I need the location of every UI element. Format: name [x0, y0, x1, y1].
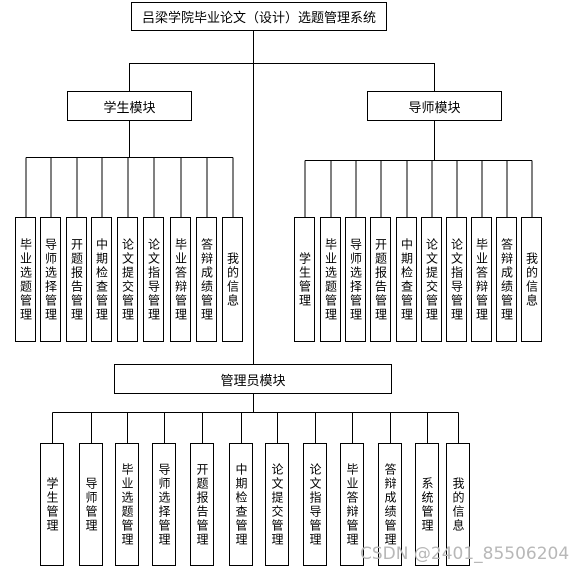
student-item-label: 中期检查管理 [94, 237, 109, 322]
student-item-7: 答辩成绩管理 [196, 217, 217, 342]
admin-item-label: 答辩成绩管理 [383, 462, 397, 547]
tutor-item-label: 我的信息 [524, 251, 539, 308]
admin-module-node: 管理员模块 [114, 364, 392, 394]
tutor-module-node: 导师模块 [367, 91, 502, 121]
admin-item-label: 毕业答辩管理 [345, 462, 359, 547]
admin-item-label: 论文指导管理 [308, 462, 322, 547]
admin-item-4: 开题报告管理 [190, 443, 214, 566]
root-title: 吕梁学院毕业论文（设计）选题管理系统 [141, 11, 376, 26]
student-item-label: 我的信息 [225, 251, 240, 308]
student-item-6: 毕业答辩管理 [170, 217, 191, 342]
tutor-item-label: 论文指导管理 [449, 237, 464, 322]
student-item-0: 毕业选题管理 [15, 217, 36, 342]
student-item-4: 论文提交管理 [117, 217, 138, 342]
student-item-2: 开题报告管理 [66, 217, 87, 342]
tutor-item-6: 论文指导管理 [446, 217, 467, 342]
admin-item-10: 系统管理 [415, 443, 439, 566]
admin-item-7: 论文指导管理 [303, 443, 327, 566]
tutor-item-label: 中期检查管理 [399, 237, 414, 322]
tutor-item-8: 答辩成绩管理 [496, 217, 517, 342]
student-item-label: 论文指导管理 [146, 237, 161, 322]
student-item-1: 导师选择管理 [40, 217, 61, 342]
admin-module-label: 管理员模块 [220, 373, 286, 389]
admin-item-label: 导师管理 [84, 476, 98, 533]
tutor-item-0: 学生管理 [294, 217, 315, 342]
tutor-item-3: 开题报告管理 [370, 217, 391, 342]
tutor-item-1: 毕业选题管理 [320, 217, 341, 342]
tutor-item-9: 我的信息 [521, 217, 542, 342]
tutor-item-7: 毕业答辩管理 [471, 217, 492, 342]
student-module-label: 学生模块 [103, 100, 156, 116]
student-item-8: 我的信息 [222, 217, 243, 342]
student-item-label: 毕业答辩管理 [173, 237, 188, 322]
admin-item-label: 导师选择管理 [157, 462, 171, 547]
root-node: 吕梁学院毕业论文（设计）选题管理系统 [131, 2, 387, 31]
admin-item-label: 系统管理 [420, 476, 434, 533]
admin-item-9: 答辩成绩管理 [378, 443, 402, 566]
student-module-node: 学生模块 [67, 91, 192, 121]
watermark: CSDN @2401_85506204 [360, 544, 570, 564]
tutor-item-label: 开题报告管理 [373, 237, 388, 322]
admin-item-1: 导师管理 [79, 443, 103, 566]
tutor-item-label: 论文提交管理 [424, 237, 439, 322]
admin-item-label: 中期检查管理 [234, 462, 248, 547]
admin-item-label: 我的信息 [451, 476, 465, 533]
admin-item-6: 论文提交管理 [265, 443, 289, 566]
student-item-3: 中期检查管理 [91, 217, 112, 342]
tutor-item-5: 论文提交管理 [421, 217, 442, 342]
tutor-item-label: 学生管理 [297, 251, 312, 308]
admin-item-3: 导师选择管理 [152, 443, 176, 566]
admin-item-label: 论文提交管理 [270, 462, 284, 547]
student-item-label: 论文提交管理 [120, 237, 135, 322]
student-item-label: 毕业选题管理 [18, 237, 33, 322]
admin-item-label: 学生管理 [45, 476, 59, 533]
admin-item-11: 我的信息 [446, 443, 470, 566]
student-item-label: 答辩成绩管理 [199, 237, 214, 322]
admin-item-label: 毕业选题管理 [120, 462, 134, 547]
student-item-5: 论文指导管理 [143, 217, 164, 342]
admin-item-5: 中期检查管理 [229, 443, 253, 566]
tutor-item-label: 答辩成绩管理 [499, 237, 514, 322]
tutor-item-label: 导师选择管理 [348, 237, 363, 322]
admin-item-8: 毕业答辩管理 [340, 443, 364, 566]
tutor-item-2: 导师选择管理 [345, 217, 366, 342]
admin-item-label: 开题报告管理 [195, 462, 209, 547]
admin-item-2: 毕业选题管理 [115, 443, 139, 566]
tutor-module-label: 导师模块 [408, 100, 461, 116]
tutor-item-label: 毕业答辩管理 [474, 237, 489, 322]
student-item-label: 导师选择管理 [43, 237, 58, 322]
admin-item-0: 学生管理 [40, 443, 64, 566]
student-item-label: 开题报告管理 [69, 237, 84, 322]
tutor-item-4: 中期检查管理 [396, 217, 417, 342]
tutor-item-label: 毕业选题管理 [323, 237, 338, 322]
